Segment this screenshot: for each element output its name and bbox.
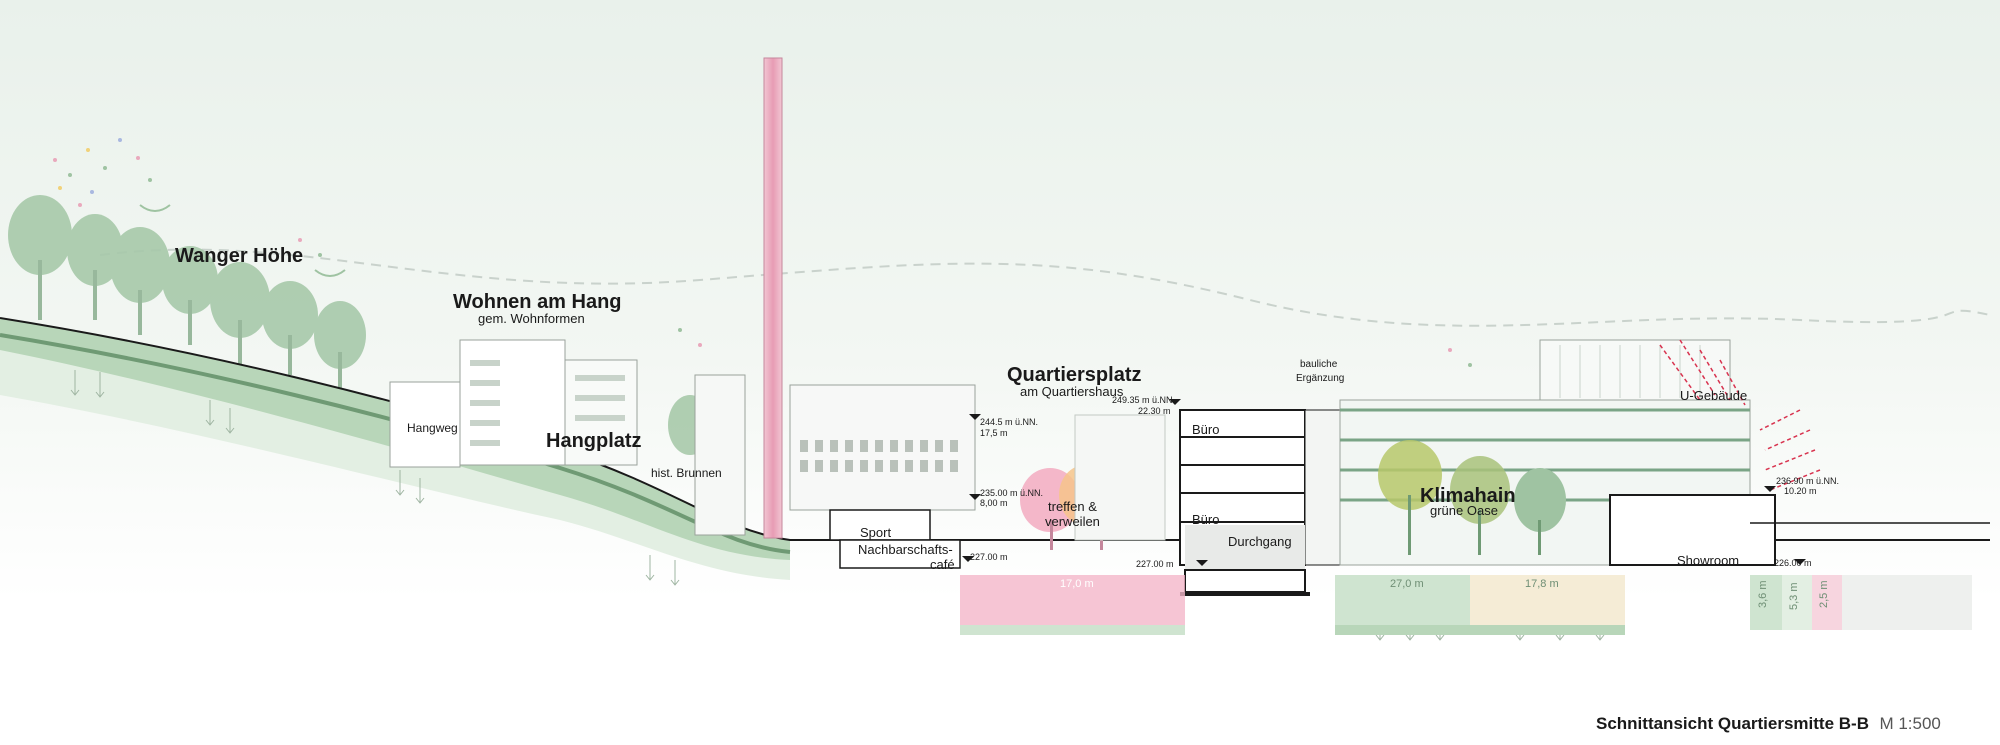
label-showroom: Showroom	[1677, 553, 1739, 568]
label-buero-bottom: Büro	[1192, 512, 1219, 527]
label-durchgang: Durchgang	[1228, 534, 1292, 549]
label-wanger-hoehe: Wanger Höhe	[175, 245, 303, 267]
label-sport: Sport	[860, 525, 891, 540]
level-24935: 249.35 m ü.NN.	[1112, 395, 1175, 405]
field-green-base-1	[960, 625, 1185, 635]
label-buero-top: Büro	[1192, 422, 1219, 437]
label-wohnen-sub: gem. Wohnformen	[478, 311, 585, 326]
label-cafe: café	[930, 557, 955, 572]
drawing-title: Schnittansicht Quartiersmitte B-B M 1:50…	[1596, 714, 1941, 733]
label-u-gebaeude: U-Gebäude	[1680, 388, 1747, 403]
level-2230: 22.30 m	[1138, 406, 1171, 416]
chimney	[763, 57, 783, 539]
level-ticks	[962, 399, 1806, 566]
width-53: 5,3 m	[1788, 582, 1800, 610]
width-25: 2,5 m	[1818, 580, 1830, 608]
width-36: 3,6 m	[1757, 580, 1769, 608]
level-2350: 235.00 m ü.NN.	[980, 488, 1043, 498]
sport-cafe-building	[789, 384, 976, 569]
field-pink	[960, 575, 1185, 625]
wind-dashed-line	[99, 248, 1991, 327]
level-2445: 244.5 m ü.NN.	[980, 417, 1038, 427]
width-170: 17,0 m	[1060, 578, 1094, 590]
label-bauliche: bauliche	[1300, 359, 1338, 370]
field-small-pink	[1812, 575, 1842, 630]
confetti-dots	[53, 138, 1472, 367]
level-2260: 226.00 m	[1774, 558, 1812, 568]
field-green-base-2	[1335, 625, 1625, 635]
level-2270b: 227.00 m	[1136, 559, 1174, 569]
brunnen-building	[694, 374, 746, 536]
hangweg-building	[389, 381, 461, 468]
label-verweilen: verweilen	[1045, 514, 1100, 529]
quartiershaus-background	[1074, 414, 1166, 541]
wind-arrows	[1659, 339, 1821, 491]
klimahain-trees	[1378, 440, 1566, 555]
wohnen-am-hang-building	[459, 339, 638, 466]
level-80: 8,00 m	[980, 498, 1008, 508]
label-quartiersplatz-sub: am Quartiershaus	[1020, 384, 1124, 399]
label-wohnen-am-hang: Wohnen am Hang	[453, 291, 622, 313]
label-quartiersplatz: Quartiersplatz	[1007, 364, 1141, 386]
level-23690: 236.90 m ü.NN.	[1776, 476, 1839, 486]
label-klimahain: Klimahain	[1420, 485, 1516, 507]
level-1020: 10.20 m	[1784, 486, 1817, 496]
label-hangweg: Hangweg	[407, 421, 458, 435]
drawing-title-scale: M 1:500	[1879, 714, 1940, 733]
width-178: 17,8 m	[1525, 578, 1559, 590]
level-175: 17,5 m	[980, 428, 1008, 438]
field-small-grey	[1842, 575, 1972, 630]
label-treffen: treffen &	[1048, 499, 1097, 514]
width-270: 27,0 m	[1390, 578, 1424, 590]
label-ergaenzung: Ergänzung	[1296, 373, 1344, 384]
label-gruene-oase: grüne Oase	[1430, 503, 1498, 518]
label-hangplatz: Hangplatz	[546, 430, 642, 452]
label-hist-brunnen: hist. Brunnen	[651, 466, 722, 480]
field-small-green-2	[1782, 575, 1812, 630]
drawing-title-main: Schnittansicht Quartiersmitte B-B	[1596, 714, 1869, 733]
field-small-green	[1750, 575, 1782, 630]
label-nachbarschafts: Nachbarschafts-	[858, 542, 953, 557]
level-2270a: 227.00 m	[970, 552, 1008, 562]
